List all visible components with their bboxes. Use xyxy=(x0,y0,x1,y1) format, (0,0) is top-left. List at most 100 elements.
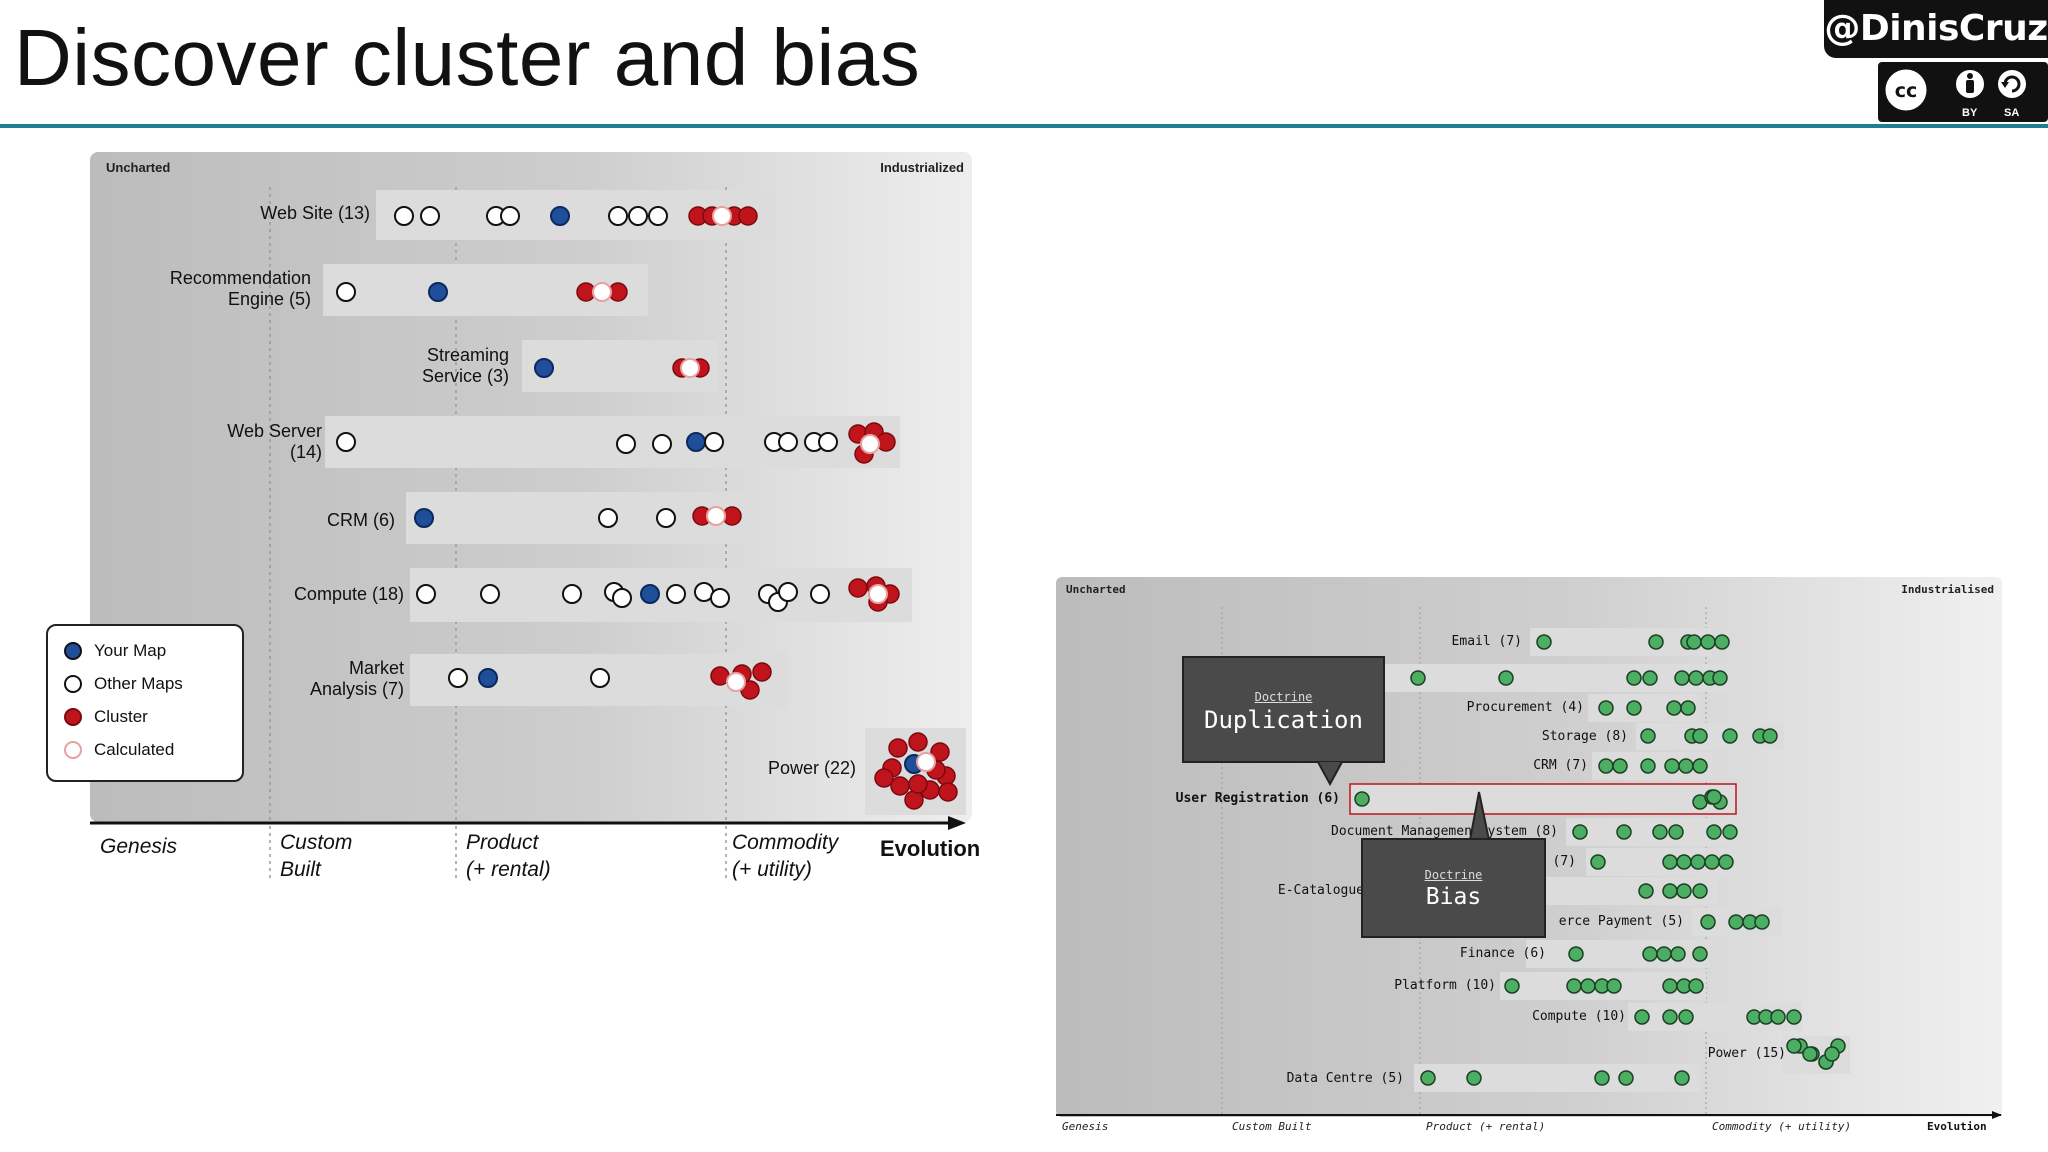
other-map-marker xyxy=(612,588,632,608)
map2-component-marker xyxy=(1824,1046,1840,1062)
map2-row-label: Finance (6) xyxy=(1459,946,1546,961)
map2-component-marker xyxy=(1606,978,1622,994)
other-map-marker xyxy=(656,508,676,528)
map2-component-marker xyxy=(1662,883,1678,899)
other-map-marker xyxy=(778,432,798,452)
map1-evolution-label: Evolution xyxy=(880,836,981,861)
other-map-marker xyxy=(778,582,798,602)
calculated-marker xyxy=(592,282,612,302)
map2-component-marker xyxy=(1664,758,1680,774)
map2-component-marker xyxy=(1688,670,1704,686)
map1-row-label: CRM (6) xyxy=(327,510,395,530)
other-map-marker xyxy=(666,584,686,604)
map2-component-marker xyxy=(1590,854,1606,870)
duplication-callout: Doctrine Duplication xyxy=(1182,656,1385,763)
map2-component-marker xyxy=(1770,1009,1786,1025)
map2-component-marker xyxy=(1786,1038,1802,1054)
map2-component-marker xyxy=(1618,1070,1634,1086)
map2-component-marker xyxy=(1718,854,1734,870)
calculated-dot-icon xyxy=(64,741,82,759)
map2-row-label: User Registration (6) xyxy=(1175,791,1340,806)
map2-stage-label: Commodity (+ utility) xyxy=(1712,1120,1852,1133)
other-map-marker xyxy=(710,588,730,608)
map2-component-marker xyxy=(1678,1009,1694,1025)
map2-component-marker xyxy=(1714,634,1730,650)
map2-component-marker xyxy=(1802,1046,1818,1062)
map2-component-marker xyxy=(1566,978,1582,994)
cluster-marker xyxy=(930,742,950,762)
cc-icon: cc xyxy=(1882,66,1930,114)
map2-row-label: E-Catalogue xyxy=(1277,883,1364,898)
other-map-marker xyxy=(416,584,436,604)
map2-component-marker xyxy=(1662,1009,1678,1025)
author-handle: @DinisCruz xyxy=(1824,0,2048,58)
map2-component-marker xyxy=(1670,946,1686,962)
calculated-marker xyxy=(712,206,732,226)
map2-component-marker xyxy=(1616,824,1632,840)
other-map-marker xyxy=(590,668,610,688)
your-map-dot-icon xyxy=(64,642,82,660)
map2-row-label: Compute (10) xyxy=(1532,1009,1626,1024)
callout-title: Bias xyxy=(1425,884,1482,910)
map2-component-marker xyxy=(1504,978,1520,994)
cluster-marker xyxy=(848,578,868,598)
map2-component-marker xyxy=(1662,978,1678,994)
map2-component-marker xyxy=(1700,914,1716,930)
map2-stage-label: Custom Built xyxy=(1232,1120,1312,1133)
cluster-dot-icon xyxy=(64,708,82,726)
map2-component-marker xyxy=(1692,883,1708,899)
map2-component-marker xyxy=(1686,634,1702,650)
other-map-marker xyxy=(336,432,356,452)
map2-component-marker xyxy=(1662,854,1678,870)
map2-component-marker xyxy=(1668,824,1684,840)
your-map-marker xyxy=(478,668,498,688)
map2-component-marker xyxy=(1594,1070,1610,1086)
other-map-marker xyxy=(420,206,440,226)
map1-stage-label: Product(+ rental) xyxy=(466,831,551,881)
other-map-marker xyxy=(336,282,356,302)
callout-kicker: Doctrine xyxy=(1254,690,1313,704)
map2-row-label: Document Management ystem (8) xyxy=(1331,824,1558,839)
map1-stage-label: Commodity(+ utility) xyxy=(732,831,839,881)
map1-row-label: Compute (18) xyxy=(293,584,404,604)
map2-industrialised-label: Industrialised xyxy=(1901,583,1994,596)
map2-row-label: (7) xyxy=(1552,854,1576,869)
slide-title: Discover cluster and bias xyxy=(14,13,921,102)
map2-component-marker xyxy=(1598,700,1614,716)
map2-component-marker xyxy=(1712,670,1728,686)
map2-component-marker xyxy=(1648,634,1664,650)
map2-uncharted-label: Uncharted xyxy=(1066,583,1126,596)
map2-evolution-label: Evolution xyxy=(1927,1120,1987,1133)
other-map-marker xyxy=(448,668,468,688)
cluster-marker xyxy=(890,776,910,796)
cluster-marker xyxy=(904,790,924,810)
map2-component-marker xyxy=(1692,758,1708,774)
other-map-marker xyxy=(500,206,520,226)
map1-uncharted-label: Uncharted xyxy=(106,160,171,175)
cluster-marker xyxy=(908,732,928,752)
map2-row-label: Power (15) xyxy=(1707,1046,1786,1061)
wardley-map-cluster: Uncharted Industrialized xyxy=(90,152,972,822)
legend-label: Other Maps xyxy=(94,674,183,693)
legend-cluster: Cluster xyxy=(64,704,148,730)
map2-component-marker xyxy=(1626,700,1642,716)
other-map-marker xyxy=(652,434,672,454)
your-map-marker xyxy=(550,206,570,226)
map2-row-label: Email (7) xyxy=(1451,634,1522,649)
map2-component-marker xyxy=(1626,670,1642,686)
legend-your-map: Your Map xyxy=(64,638,166,664)
calculated-marker xyxy=(706,506,726,526)
callout-title: Duplication xyxy=(1204,706,1363,734)
title-rule xyxy=(0,124,2048,128)
map2-component-marker xyxy=(1676,854,1692,870)
map2-row-label: erce Payment (5) xyxy=(1558,914,1684,929)
map2-stage-label: Product (+ rental) xyxy=(1426,1120,1546,1133)
map2-component-marker xyxy=(1704,854,1720,870)
map2-component-marker xyxy=(1706,789,1722,805)
attribution-icon xyxy=(1954,68,1986,100)
share-alike-icon xyxy=(1996,68,2028,100)
map2-component-marker xyxy=(1674,670,1690,686)
